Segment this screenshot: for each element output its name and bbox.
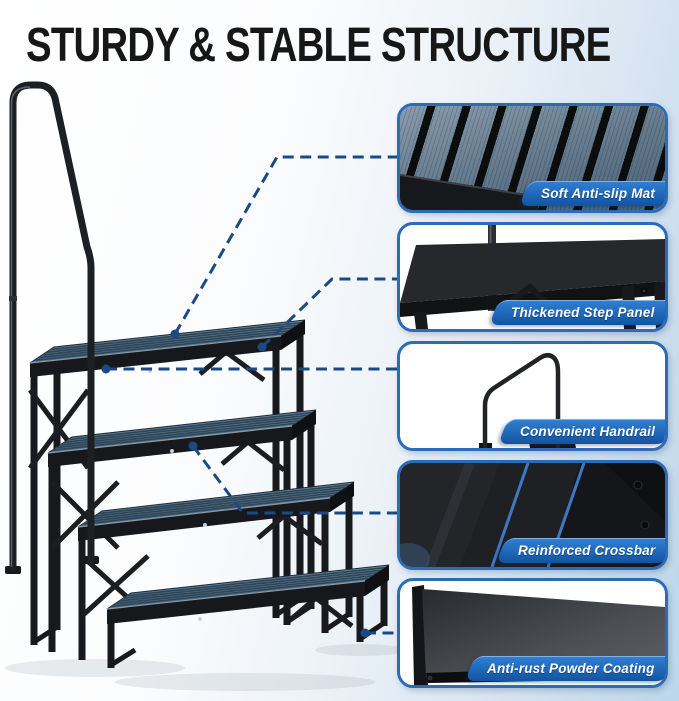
connector-crossbar bbox=[191, 445, 399, 515]
feature-panel-handrail: Convenient Handrail bbox=[397, 341, 668, 451]
feature-label: Thickened Step Panel bbox=[511, 305, 655, 320]
connector-step-panel bbox=[260, 277, 399, 349]
feature-panel-powder-coating: Anti-rust Powder Coating bbox=[397, 578, 668, 688]
feature-banner: Soft Anti-slip Mat bbox=[518, 181, 665, 206]
step-4 bbox=[106, 564, 390, 624]
callout-dots bbox=[101, 329, 370, 638]
feature-banner: Convenient Handrail bbox=[497, 419, 665, 444]
step-2 bbox=[47, 409, 317, 467]
feature-banner: Reinforced Crossbar bbox=[495, 538, 665, 563]
ground-shadow bbox=[5, 644, 405, 691]
step-3 bbox=[77, 481, 355, 541]
connector-anti-slip-mat bbox=[173, 155, 399, 335]
feature-banner: Thickened Step Panel bbox=[489, 300, 665, 325]
crossbar-image bbox=[400, 463, 665, 567]
feature-label: Anti-rust Powder Coating bbox=[487, 661, 655, 676]
handrail bbox=[5, 81, 99, 574]
page-title: STURDY & STABLE STRUCTURE bbox=[26, 19, 611, 72]
feature-panel-step-panel: Thickened Step Panel bbox=[397, 222, 668, 332]
feature-label: Reinforced Crossbar bbox=[517, 543, 655, 558]
feature-panel-anti-slip-mat: Soft Anti-slip Mat bbox=[397, 103, 668, 213]
feature-label: Soft Anti-slip Mat bbox=[540, 186, 655, 201]
feature-banner: Anti-rust Powder Coating bbox=[465, 656, 665, 681]
feature-label: Convenient Handrail bbox=[519, 424, 655, 439]
feature-panel-crossbar: Reinforced Crossbar bbox=[397, 460, 668, 570]
step-edge-bar bbox=[400, 172, 540, 210]
callout-connectors bbox=[106, 155, 399, 635]
